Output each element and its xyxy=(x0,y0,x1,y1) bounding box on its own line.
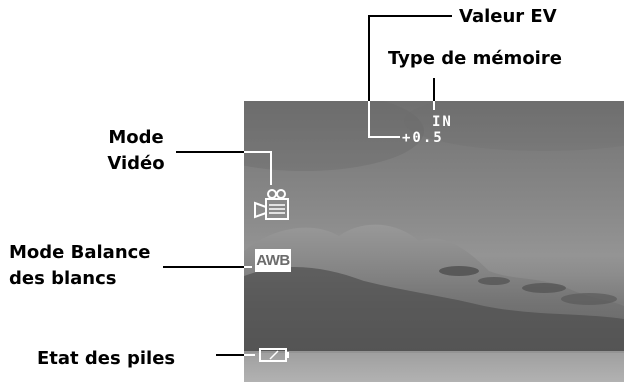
white-balance-label: Mode Balance des blancs xyxy=(9,240,151,292)
memory-type-indicator: IN xyxy=(432,114,453,130)
awb-badge: AWB xyxy=(255,249,291,272)
battery-icon xyxy=(259,348,289,362)
white-balance-label-line1: Mode Balance xyxy=(9,242,151,263)
video-mode-label-line1: Mode xyxy=(108,127,164,148)
ev-value-indicator: +0.5 xyxy=(402,130,444,146)
camera-preview xyxy=(244,101,624,382)
sky-sea-photo xyxy=(244,101,624,382)
memory-type-label: Type de mémoire xyxy=(388,48,562,69)
ev-value-label: Valeur EV xyxy=(459,6,557,27)
video-mode-label-line2: Vidéo xyxy=(107,153,165,174)
white-balance-label-line2: des blancs xyxy=(9,268,117,289)
battery-label: Etat des piles xyxy=(37,348,176,369)
video-mode-label: Mode Vidéo xyxy=(98,125,174,177)
video-camera-icon xyxy=(254,189,289,220)
